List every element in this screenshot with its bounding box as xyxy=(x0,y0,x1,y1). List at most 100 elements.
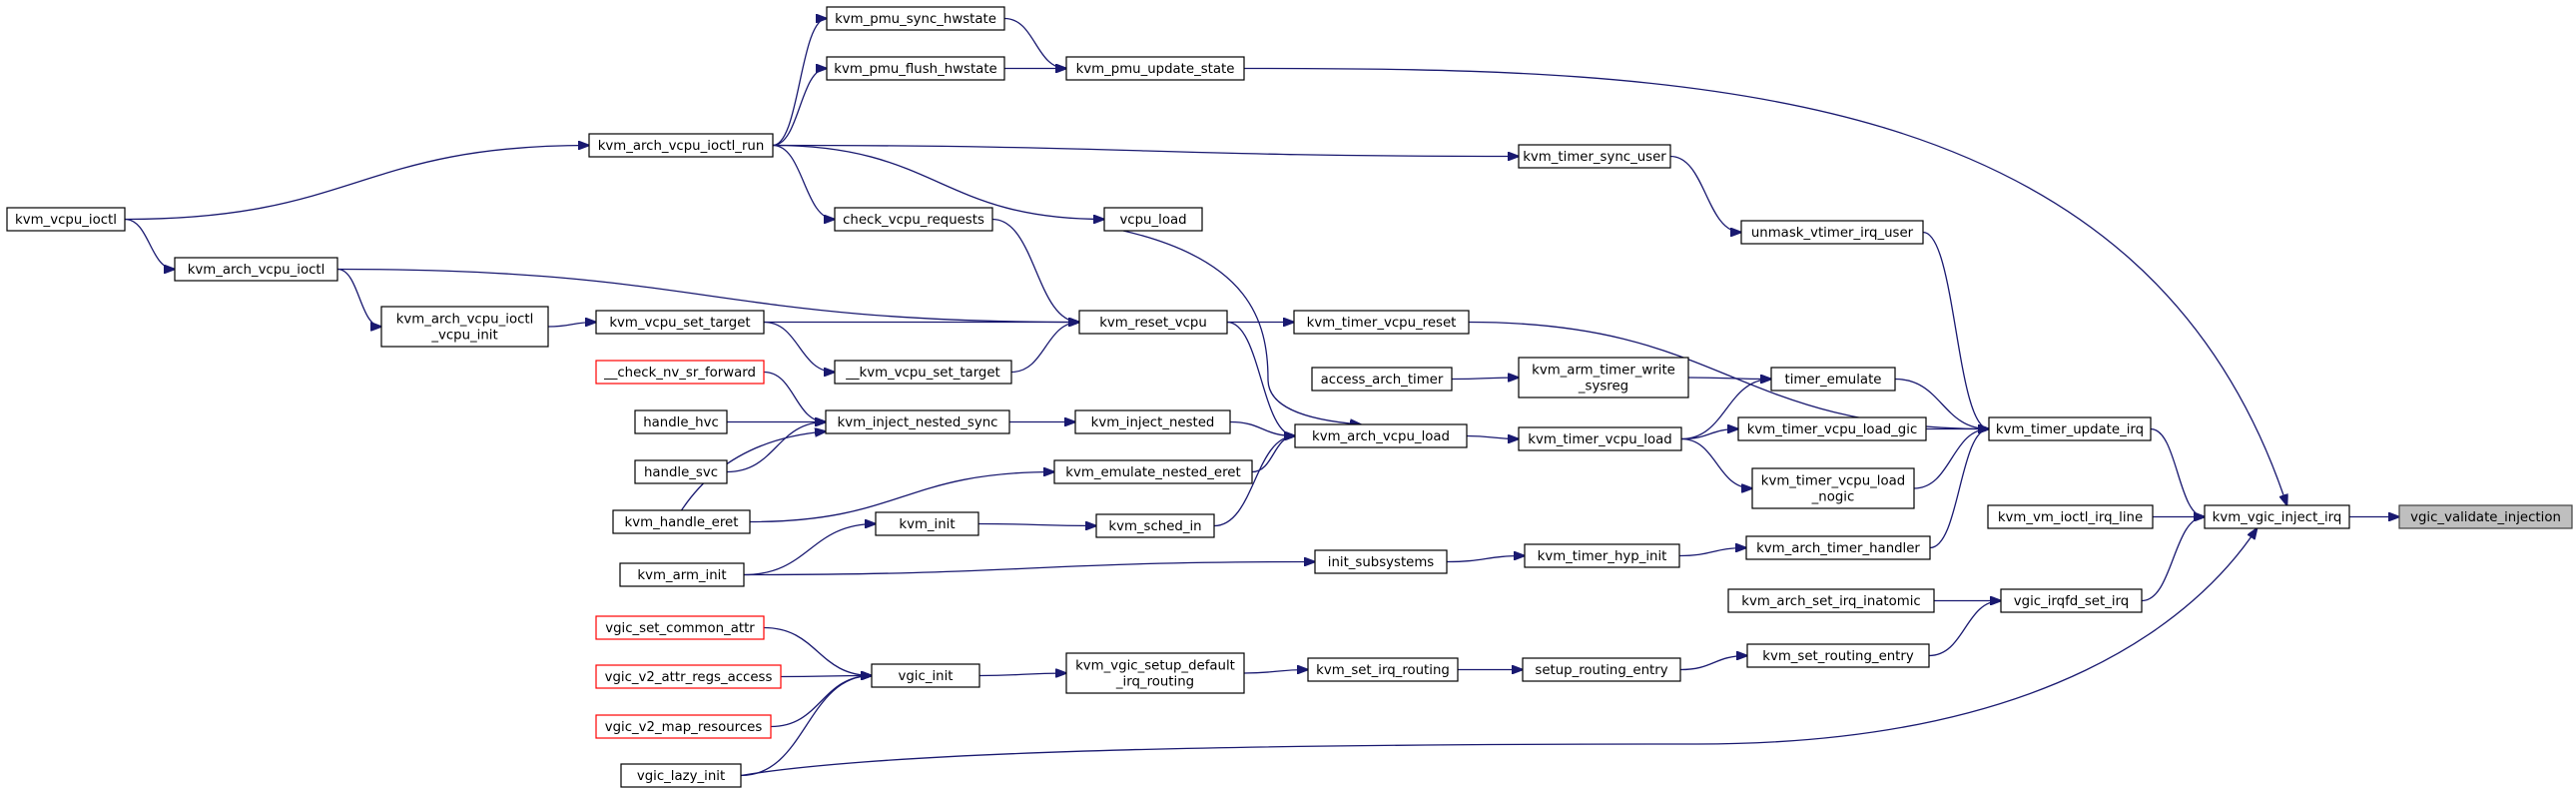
call-edge xyxy=(772,144,1104,220)
node-box xyxy=(1751,467,1915,509)
node-kvm-vgic-setup-default-irq-routing[interactable]: kvm_vgic_setup_default_irq_routing xyxy=(1065,652,1245,694)
node-box xyxy=(1314,549,1448,574)
node-handle-hvc[interactable]: handle_hvc xyxy=(634,409,728,434)
node-init-subsystems[interactable]: init_subsystems xyxy=(1314,549,1448,574)
node-vcpu-load[interactable]: vcpu_load xyxy=(1103,207,1203,232)
node-kvm-vcpu-set-target[interactable]: kvm_vcpu_set_target xyxy=(595,310,765,335)
node-label: vgic_v2_map_resources xyxy=(605,720,763,735)
node-vgic-v2-map-resources[interactable]: vgic_v2_map_resources xyxy=(595,714,772,739)
node-kvm-timer-hyp-init[interactable]: kvm_timer_hyp_init xyxy=(1524,543,1680,568)
node-label: kvm_inject_nested_sync xyxy=(838,415,998,430)
node-check-vcpu-requests[interactable]: check_vcpu_requests xyxy=(834,207,993,232)
node-box xyxy=(1770,367,1896,392)
node-vgic-init[interactable]: vgic_init xyxy=(871,663,980,688)
node-kvm-emulate-nested-eret[interactable]: kvm_emulate_nested_eret xyxy=(1053,459,1253,484)
node-label: __check_nv_sr_forward xyxy=(603,366,756,381)
node-label: handle_svc xyxy=(644,465,718,480)
node---kvm-vcpu-set-target[interactable]: __kvm_vcpu_set_target xyxy=(834,360,1012,385)
call-edge xyxy=(124,146,589,221)
node-vgic-validate-injection[interactable]: vgic_validate_injection xyxy=(2398,504,2573,529)
node-kvm-arm-timer-write-sysreg[interactable]: kvm_arm_timer_write_sysreg xyxy=(1518,357,1689,398)
node-box xyxy=(1307,657,1459,682)
node-label: _sysreg xyxy=(1578,380,1628,395)
node-box xyxy=(2398,504,2573,529)
node-kvm-vm-ioctl-irq-line[interactable]: kvm_vm_ioctl_irq_line xyxy=(1987,504,2154,529)
node-label: init_subsystems xyxy=(1328,555,1435,570)
edge-path xyxy=(1226,321,1295,436)
node-label: kvm_timer_vcpu_load xyxy=(1761,474,1905,489)
edge-path xyxy=(547,323,596,328)
node-label: kvm_vm_ioctl_irq_line xyxy=(1998,510,2143,525)
node-label: vgic_irqfd_set_irq xyxy=(2014,594,2129,609)
node-kvm-vcpu-ioctl[interactable]: kvm_vcpu_ioctl xyxy=(6,207,126,232)
node-vgic-v2-attr-regs-access[interactable]: vgic_v2_attr_regs_access xyxy=(595,664,782,689)
node-kvm-arch-timer-handler[interactable]: kvm_arch_timer_handler xyxy=(1745,535,1931,560)
node-label: kvm_emulate_nested_eret xyxy=(1065,465,1240,480)
node-kvm-timer-update-irq[interactable]: kvm_timer_update_irq xyxy=(1988,416,2152,441)
node-kvm-handle-eret[interactable]: kvm_handle_eret xyxy=(612,509,751,534)
node-kvm-pmu-flush-hwstate[interactable]: kvm_pmu_flush_hwstate xyxy=(826,56,1005,81)
node-kvm-timer-vcpu-load-gic[interactable]: kvm_timer_vcpu_load_gic xyxy=(1737,416,1927,441)
node-label: kvm_timer_hyp_init xyxy=(1538,549,1667,564)
node-label: kvm_init xyxy=(899,517,955,532)
node-label: kvm_vcpu_set_target xyxy=(609,316,750,331)
edge-path xyxy=(1894,378,1989,429)
node-kvm-arm-init[interactable]: kvm_arm_init xyxy=(619,562,745,587)
call-edge xyxy=(547,323,596,328)
edge-path xyxy=(740,676,872,777)
node-label: kvm_arch_vcpu_ioctl xyxy=(188,263,325,278)
node-kvm-inject-nested[interactable]: kvm_inject_nested xyxy=(1074,409,1231,434)
node-kvm-set-routing-entry[interactable]: kvm_set_routing_entry xyxy=(1746,643,1930,668)
node-kvm-inject-nested-sync[interactable]: kvm_inject_nested_sync xyxy=(825,409,1010,434)
edge-path xyxy=(1451,378,1519,380)
call-edge xyxy=(772,144,1519,157)
node-box xyxy=(588,133,774,158)
edge-path xyxy=(1003,17,1066,69)
node-label: handle_hvc xyxy=(643,415,719,430)
node-vgic-set-common-attr[interactable]: vgic_set_common_attr xyxy=(595,615,765,640)
node-kvm-sched-in[interactable]: kvm_sched_in xyxy=(1095,513,1215,538)
call-edge xyxy=(680,431,827,511)
node-kvm-timer-sync-user[interactable]: kvm_timer_sync_user xyxy=(1518,144,1671,169)
node-kvm-arch-vcpu-ioctl[interactable]: kvm_arch_vcpu_ioctl xyxy=(174,257,338,282)
node-box xyxy=(595,664,782,689)
edge-path xyxy=(772,69,827,147)
node-label: _vcpu_init xyxy=(430,329,497,344)
node-kvm-pmu-update-state[interactable]: kvm_pmu_update_state xyxy=(1065,56,1245,81)
node-kvm-arch-vcpu-ioctl-run[interactable]: kvm_arch_vcpu_ioctl_run xyxy=(588,133,774,158)
node-kvm-init[interactable]: kvm_init xyxy=(875,511,979,536)
node-box xyxy=(834,360,1012,385)
edge-path xyxy=(1929,429,1989,549)
node---check-nv-sr-forward[interactable]: __check_nv_sr_forward xyxy=(595,360,765,385)
call-edge xyxy=(1010,323,1079,374)
node-kvm-set-irq-routing[interactable]: kvm_set_irq_routing xyxy=(1307,657,1459,682)
node-timer-emulate[interactable]: timer_emulate xyxy=(1770,367,1896,392)
node-kvm-vgic-inject-irq[interactable]: kvm_vgic_inject_irq xyxy=(2204,504,2350,529)
node-label: kvm_timer_vcpu_load xyxy=(1528,432,1671,447)
node-box xyxy=(2204,504,2350,529)
node-label: check_vcpu_requests xyxy=(843,213,984,228)
call-edge xyxy=(726,422,826,473)
node-unmask-vtimer-irq-user[interactable]: unmask_vtimer_irq_user xyxy=(1740,220,1924,245)
node-label: kvm_pmu_sync_hwstate xyxy=(835,12,996,27)
node-vgic-irqfd-set-irq[interactable]: vgic_irqfd_set_irq xyxy=(2000,588,2143,613)
node-box xyxy=(1727,588,1935,613)
node-kvm-arch-vcpu-load[interactable]: kvm_arch_vcpu_load xyxy=(1294,423,1468,448)
node-kvm-pmu-sync-hwstate[interactable]: kvm_pmu_sync_hwstate xyxy=(826,6,1005,31)
node-kvm-arch-vcpu-ioctl-vcpu-init[interactable]: kvm_arch_vcpu_ioctl_vcpu_init xyxy=(380,306,549,348)
node-box xyxy=(595,714,772,739)
node-kvm-arch-set-irq-inatomic[interactable]: kvm_arch_set_irq_inatomic xyxy=(1727,588,1935,613)
node-handle-svc[interactable]: handle_svc xyxy=(634,459,728,484)
node-label: kvm_arm_timer_write xyxy=(1532,364,1675,379)
node-kvm-timer-vcpu-reset[interactable]: kvm_timer_vcpu_reset xyxy=(1293,310,1470,335)
node-kvm-timer-vcpu-load-nogic[interactable]: kvm_timer_vcpu_load_nogic xyxy=(1751,467,1915,509)
node-vgic-lazy-init[interactable]: vgic_lazy_init xyxy=(620,763,742,788)
edge-path xyxy=(977,524,1096,526)
call-edge xyxy=(1679,656,1747,671)
node-kvm-reset-vcpu[interactable]: kvm_reset_vcpu xyxy=(1078,310,1228,335)
node-kvm-timer-vcpu-load[interactable]: kvm_timer_vcpu_load xyxy=(1518,426,1682,451)
node-setup-routing-entry[interactable]: setup_routing_entry xyxy=(1522,657,1681,682)
call-edge xyxy=(978,673,1066,676)
edge-layer xyxy=(124,17,2399,777)
node-access-arch-timer[interactable]: access_arch_timer xyxy=(1311,367,1453,392)
